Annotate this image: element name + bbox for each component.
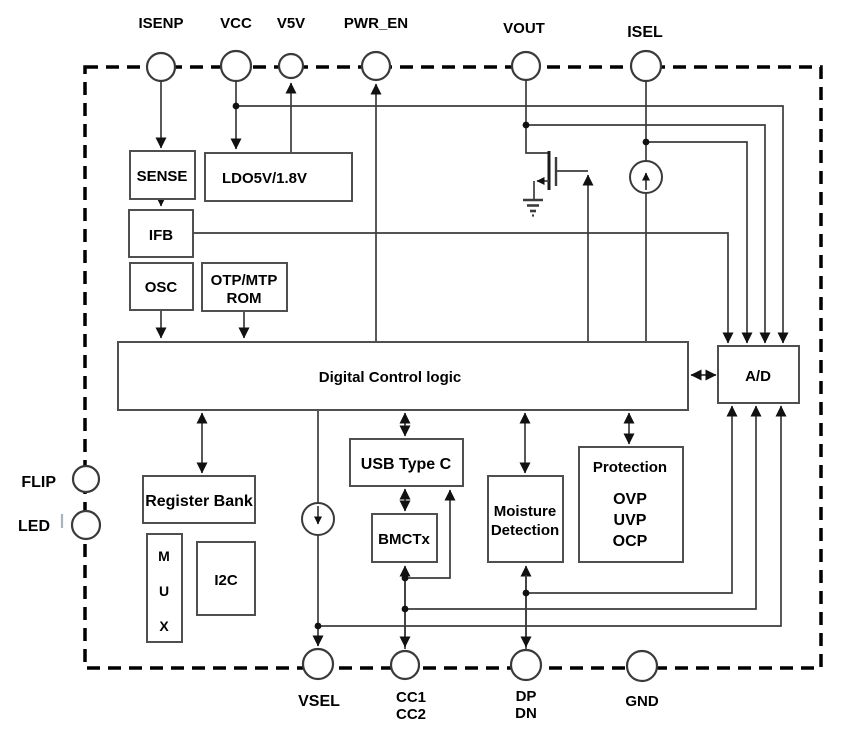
- i2c-label: I2C: [214, 572, 238, 589]
- pin-label-led: LED: [18, 518, 50, 535]
- isel-current-source-icon: [629, 160, 663, 194]
- moisture-label-line1: Moisture: [494, 503, 557, 520]
- protection-title: Protection: [593, 459, 667, 476]
- pin-labels: ISENP VCC V5V PWR_EN VOUT ISEL FLIP LED …: [18, 15, 663, 723]
- i2c-block: [196, 541, 256, 616]
- pin-flip: [71, 464, 101, 494]
- pin-label-cc2: CC2: [396, 706, 426, 723]
- mux-label-u: U: [159, 583, 169, 599]
- junction-isel: [642, 138, 650, 146]
- pin-led: [70, 509, 102, 541]
- adc-label: A/D: [745, 368, 771, 385]
- ifb-block: [128, 209, 194, 258]
- pin-label-vout: VOUT: [503, 20, 545, 37]
- pin-cc: [389, 649, 421, 681]
- sense-label: SENSE: [137, 168, 188, 185]
- bmctx-label: BMCTx: [378, 531, 430, 548]
- ground-icon: [523, 198, 543, 217]
- wire-vout-to-fet-drain: [525, 125, 549, 154]
- pin-label-dn: DN: [515, 705, 537, 722]
- pin-label-cc1: CC1: [396, 689, 426, 706]
- pin-isenp: [145, 51, 177, 83]
- pin-circles: [60, 49, 663, 683]
- pin-vout: [510, 50, 542, 82]
- protection-ocp: OCP: [613, 533, 648, 550]
- pin-label-flip: FLIP: [21, 474, 56, 491]
- wire-vout-bus-to-adc: [526, 124, 771, 344]
- junction-vsel: [314, 622, 322, 630]
- pin-dp-dn: [509, 648, 543, 682]
- pin-label-vsel: VSEL: [298, 693, 340, 710]
- wire-vcc-bus-to-adc: [236, 105, 789, 344]
- pin-pwr-en: [360, 50, 392, 82]
- wire-ifb-bus-to-adc: [193, 232, 734, 344]
- ldo-label: LDO5V/1.8V: [222, 170, 307, 187]
- mux-block: [146, 533, 183, 643]
- junction-dp-adc: [522, 589, 530, 597]
- pin-gnd: [625, 649, 659, 683]
- otp-rom-block: [201, 262, 288, 312]
- junction-dots: [232, 102, 650, 630]
- otp-rom-label-line2: ROM: [227, 290, 262, 307]
- pin-isel: [629, 49, 663, 83]
- wire-vsel-branch-to-adc: [318, 405, 787, 627]
- ifb-label: IFB: [149, 227, 173, 244]
- blocks: SENSE LDO5V/1.8V IFB OSC OTP/MTP ROM Dig…: [117, 150, 800, 643]
- ldo-block: [204, 152, 353, 202]
- pin-vcc: [219, 49, 253, 83]
- pin-label-v5v: V5V: [277, 15, 305, 32]
- junction-cc-adc: [401, 605, 409, 613]
- wire-cc-branch-to-adc: [405, 405, 762, 610]
- wire-isel-bus-to-adc: [646, 141, 753, 344]
- mux-label-x: X: [159, 618, 169, 634]
- chip-boundary: [83, 65, 823, 670]
- mosfet-icon: [533, 151, 558, 199]
- pin-v5v: [277, 52, 305, 80]
- sense-block: [129, 150, 196, 200]
- pin-label-gnd: GND: [625, 693, 659, 710]
- pin-vsel: [301, 647, 335, 681]
- osc-block: [129, 262, 194, 311]
- pin-label-dp: DP: [516, 688, 537, 705]
- bmctx-block: [371, 513, 438, 563]
- protection-uvp: UVP: [614, 512, 647, 529]
- digital-control-label: Digital Control logic: [319, 369, 462, 386]
- wire-cc-branch-to-usb: [405, 489, 456, 579]
- osc-label: OSC: [145, 279, 178, 296]
- register-bank-block: [142, 475, 256, 524]
- adc-block: [717, 345, 800, 404]
- protection-block: [578, 446, 684, 563]
- digital-control-block: [117, 341, 689, 411]
- pin-label-isel: ISEL: [627, 24, 663, 41]
- vsel-current-source-icon: [301, 502, 335, 536]
- wires: [155, 80, 789, 649]
- otp-rom-label-line1: OTP/MTP: [211, 272, 278, 289]
- pin-label-pwr-en: PWR_EN: [344, 15, 408, 32]
- pin-label-isenp: ISENP: [138, 15, 183, 32]
- usb-type-c-label: USB Type C: [361, 456, 452, 473]
- mux-label-m: M: [158, 548, 170, 564]
- moisture-label-line2: Detection: [491, 522, 559, 539]
- junction-cc-usb: [401, 574, 409, 582]
- protection-ovp: OVP: [613, 491, 647, 508]
- pin-label-vcc: VCC: [220, 15, 252, 32]
- usb-type-c-block: [349, 438, 464, 487]
- register-bank-label: Register Bank: [145, 493, 253, 510]
- junction-vout: [522, 121, 530, 129]
- moisture-detection-block: [487, 475, 564, 563]
- junction-vcc: [232, 102, 240, 110]
- wire-dp-branch-to-adc: [526, 405, 738, 594]
